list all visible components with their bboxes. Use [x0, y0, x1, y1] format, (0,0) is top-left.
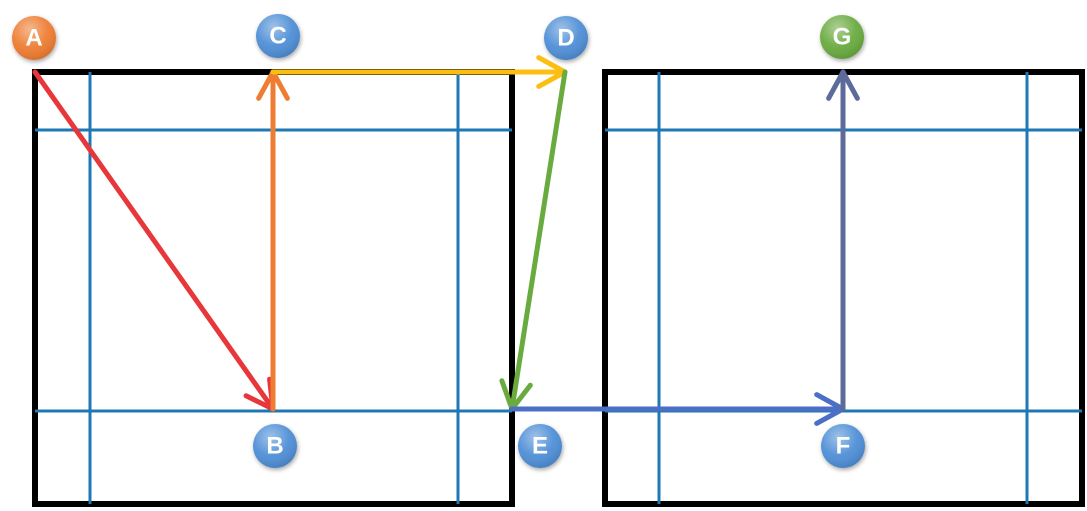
arrow-f-to-g	[826, 69, 860, 412]
node-f: F	[821, 424, 865, 468]
arrow-head	[826, 69, 860, 101]
node-badge-gloss	[820, 15, 864, 59]
node-badge-gloss	[253, 424, 297, 468]
node-d: D	[544, 16, 588, 60]
arrows-layer	[32, 55, 860, 426]
node-badge-gloss	[256, 14, 300, 58]
node-badge-gloss	[518, 424, 562, 468]
node-b: B	[253, 424, 297, 468]
node-label: B	[266, 432, 283, 459]
nodes-layer: A B C D E F G	[12, 14, 865, 468]
node-g: G	[820, 15, 864, 59]
node-label: E	[532, 432, 548, 459]
node-badge-gloss	[544, 16, 588, 60]
node-label: C	[269, 22, 286, 49]
node-label: F	[836, 432, 851, 459]
node-a: A	[12, 16, 56, 60]
node-c: C	[256, 14, 300, 58]
node-label: A	[25, 24, 42, 51]
node-label: D	[557, 24, 574, 51]
arrow-shaft	[32, 69, 276, 412]
node-badge-gloss	[821, 424, 865, 468]
node-e: E	[518, 424, 562, 468]
arrow-shaft	[509, 69, 568, 412]
node-label: G	[833, 23, 852, 50]
node-badge-gloss	[12, 16, 56, 60]
